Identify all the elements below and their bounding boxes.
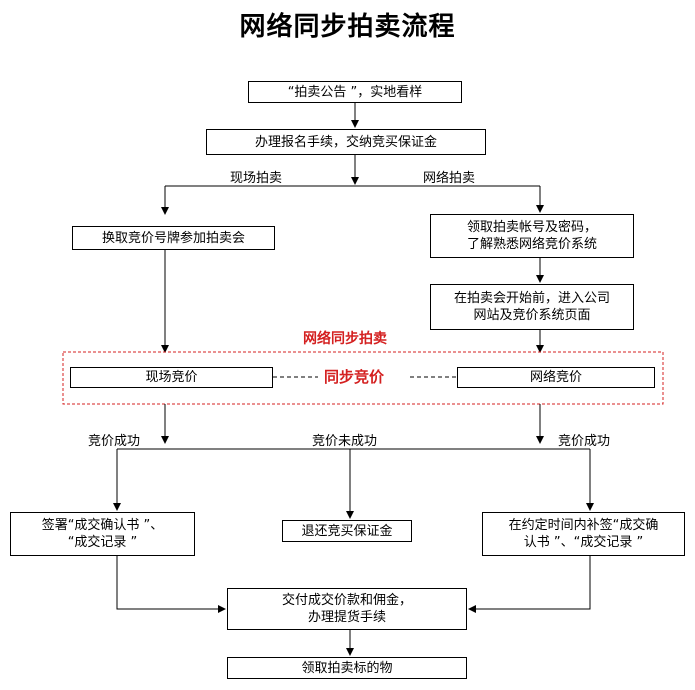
node-onsite-paddle: 换取竞价号牌参加拍卖会 [72, 226, 275, 250]
node-pay: 交付成交价款和佣金， 办理提货手续 [227, 588, 467, 630]
label-onsite: 现场拍卖 [230, 171, 283, 186]
label-sync-bid: 同步竞价 [324, 368, 385, 386]
sync-box-border [62, 351, 664, 405]
label-success-left: 竞价成功 [88, 434, 141, 449]
node-online-account: 领取拍卖帐号及密码， 了解熟悉网络竞价系统 [430, 214, 634, 258]
label-success-right: 竞价成功 [558, 434, 611, 449]
node-late-sign: 在约定时间内补签“成交确 认书 ”、“成交记录 ” [482, 512, 685, 556]
label-fail: 竞价未成功 [312, 434, 378, 449]
page-title: 网络同步拍卖流程 [239, 12, 456, 42]
label-online: 网络拍卖 [423, 171, 476, 186]
label-sync-auction: 网络同步拍卖 [303, 331, 387, 347]
arrow-sign-pay [116, 556, 226, 613]
node-onsite-bid: 现场竞价 [70, 367, 273, 388]
node-sign-record: 签署“成交确认书 ”、 “成交记录 ” [10, 512, 195, 556]
node-collect: 领取拍卖标的物 [227, 657, 467, 679]
arrow-late-sign-pay [468, 556, 591, 613]
node-online-bid: 网络竞价 [457, 367, 655, 388]
node-online-enter: 在拍卖会开始前，进入公司 网站及竞价系统页面 [430, 284, 634, 330]
node-register: 办理报名手续，交纳竞买保证金 [206, 129, 486, 155]
node-refund: 退还竞买保证金 [282, 520, 412, 542]
node-announce: “拍卖公告 ”，实地看样 [248, 81, 462, 103]
